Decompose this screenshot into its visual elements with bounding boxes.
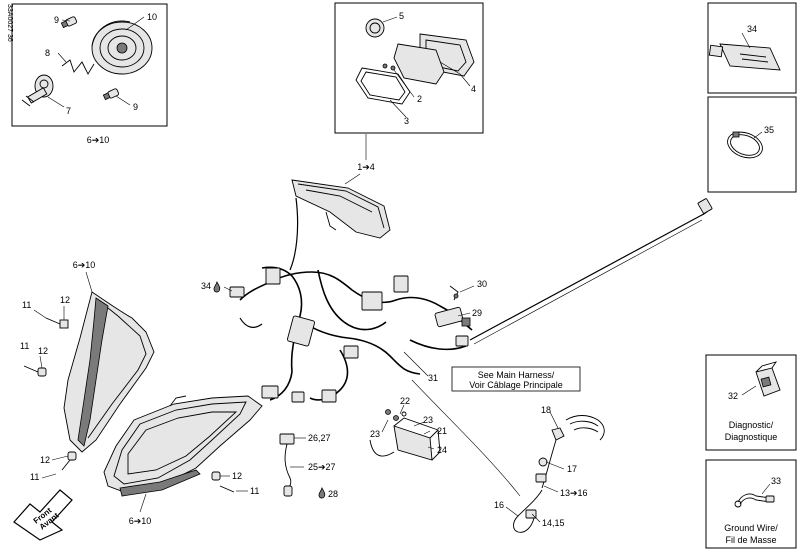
diagnostic-label-fr: Diagnostique (725, 432, 778, 442)
callout-30: 30 (477, 279, 487, 289)
tie-strap-box: 35 (707, 96, 797, 193)
diagnostic-connector-part (755, 361, 781, 397)
front-arrow-icon: Front Avant (13, 489, 73, 541)
ground-wire-box-frame (705, 459, 797, 549)
callout-12-right: 12 (232, 471, 242, 481)
grease-box: 34 (707, 2, 797, 94)
range-6-10-top: 6➔10 (73, 260, 96, 270)
coiled-cord-part (513, 415, 605, 533)
range-13-16: 13➔16 (560, 488, 588, 498)
grease-drop-icon (213, 280, 221, 293)
callout-11-left-bottom: 11 (30, 472, 39, 482)
main-harness-note-fr: Voir Câblage Principale (469, 380, 563, 390)
gauge-lens-part (393, 43, 445, 85)
gauge-detail-box: 5 2 3 4 (334, 2, 484, 134)
tie-strap-part (727, 131, 763, 159)
grease-tube-part (708, 43, 781, 71)
diagnostic-box-frame (705, 354, 797, 451)
gauge-bezel-part (355, 67, 411, 105)
callout-35: 35 (764, 125, 774, 135)
callout-23-left: 23 (370, 429, 380, 439)
callout-18: 18 (541, 405, 551, 415)
callout-11-left-top: 11 (22, 300, 31, 310)
reflector-part (91, 20, 153, 75)
callout-17: 17 (567, 464, 577, 474)
callout-9-bottom: 9 (133, 102, 138, 112)
callout-14-15: 14,15 (542, 518, 565, 528)
bulb-detail-frame (11, 3, 168, 127)
gauge-screws-part (382, 63, 396, 71)
callout-7: 7 (66, 106, 71, 116)
small-gauge-part (365, 18, 385, 38)
callout-23-right: 23 (423, 415, 433, 425)
callout-3: 3 (404, 116, 409, 126)
diagnostic-box: 32 Diagnostic/ Diagnostique (705, 354, 797, 451)
range-6-10-box: 6➔10 (87, 135, 110, 145)
spring-clip-part (61, 59, 95, 75)
module-21-24-part (369, 409, 441, 461)
wiring-harness-part (229, 197, 473, 403)
range-1-4: 1➔4 (357, 162, 375, 172)
headlamp-bulb-part (21, 74, 54, 107)
callout-4: 4 (471, 84, 476, 94)
callout-9-top: 9 (54, 15, 59, 25)
callout-12-left-bottom: 12 (40, 455, 50, 465)
main-harness-note-box (451, 366, 581, 392)
callout-22: 22 (400, 396, 410, 406)
harness-to-cord-line (411, 379, 521, 497)
diagram-code: 33A0027 36 (6, 4, 13, 42)
callout-10: 10 (147, 12, 157, 22)
bulb-detail-box: 10 9 8 7 9 6➔10 (11, 3, 168, 145)
range-25-27: 25➔27 (308, 462, 336, 472)
long-cable-part (469, 198, 713, 345)
ground-wire-box: 33 Ground Wire/ Fil de Masse (705, 459, 797, 549)
thread-lock-drop-icon (318, 486, 326, 499)
callout-2: 2 (417, 94, 422, 104)
small-bulb-bottom-part (102, 88, 120, 101)
grease-box-frame (707, 2, 797, 94)
clip-30-part (449, 285, 459, 301)
connector-29-part (434, 306, 471, 328)
callout-5: 5 (399, 11, 404, 21)
ground-wire-label-en: Ground Wire/ (724, 523, 778, 533)
gauge-detail-frame (334, 2, 484, 134)
callout-34-box: 34 (747, 24, 757, 34)
range-6-10-bottom: 6➔10 (129, 516, 152, 526)
callout-26-27: 26,27 (308, 433, 331, 443)
right-headlamp-fasteners (211, 471, 235, 493)
ground-wire-part (734, 493, 775, 508)
callout-12-left-top: 12 (60, 295, 70, 305)
callout-11-left-mid: 11 (20, 341, 29, 351)
callout-12-left-mid: 12 (38, 346, 48, 356)
callout-33: 33 (771, 476, 781, 486)
callout-11-right: 11 (250, 486, 259, 496)
sensor-26-27-part (279, 433, 295, 497)
callout-34-harness: 34 (201, 281, 211, 291)
callout-24: 24 (437, 445, 447, 455)
callout-28: 28 (328, 489, 338, 499)
callout-8: 8 (45, 48, 50, 58)
callout-32: 32 (728, 391, 738, 401)
callout-21: 21 (437, 426, 447, 436)
diagnostic-label-en: Diagnostic/ (729, 420, 774, 430)
small-bulb-top-part (60, 16, 78, 29)
callout-29: 29 (472, 308, 482, 318)
right-headlamp-part (103, 395, 263, 497)
callout-31: 31 (428, 373, 438, 383)
tie-strap-box-frame (707, 96, 797, 193)
left-headlamp-part (63, 291, 155, 453)
callout-16: 16 (494, 500, 504, 510)
ground-wire-label-fr: Fil de Masse (725, 535, 776, 545)
main-harness-note-en: See Main Harness/ (478, 370, 555, 380)
gauge-cluster-part (291, 179, 391, 239)
